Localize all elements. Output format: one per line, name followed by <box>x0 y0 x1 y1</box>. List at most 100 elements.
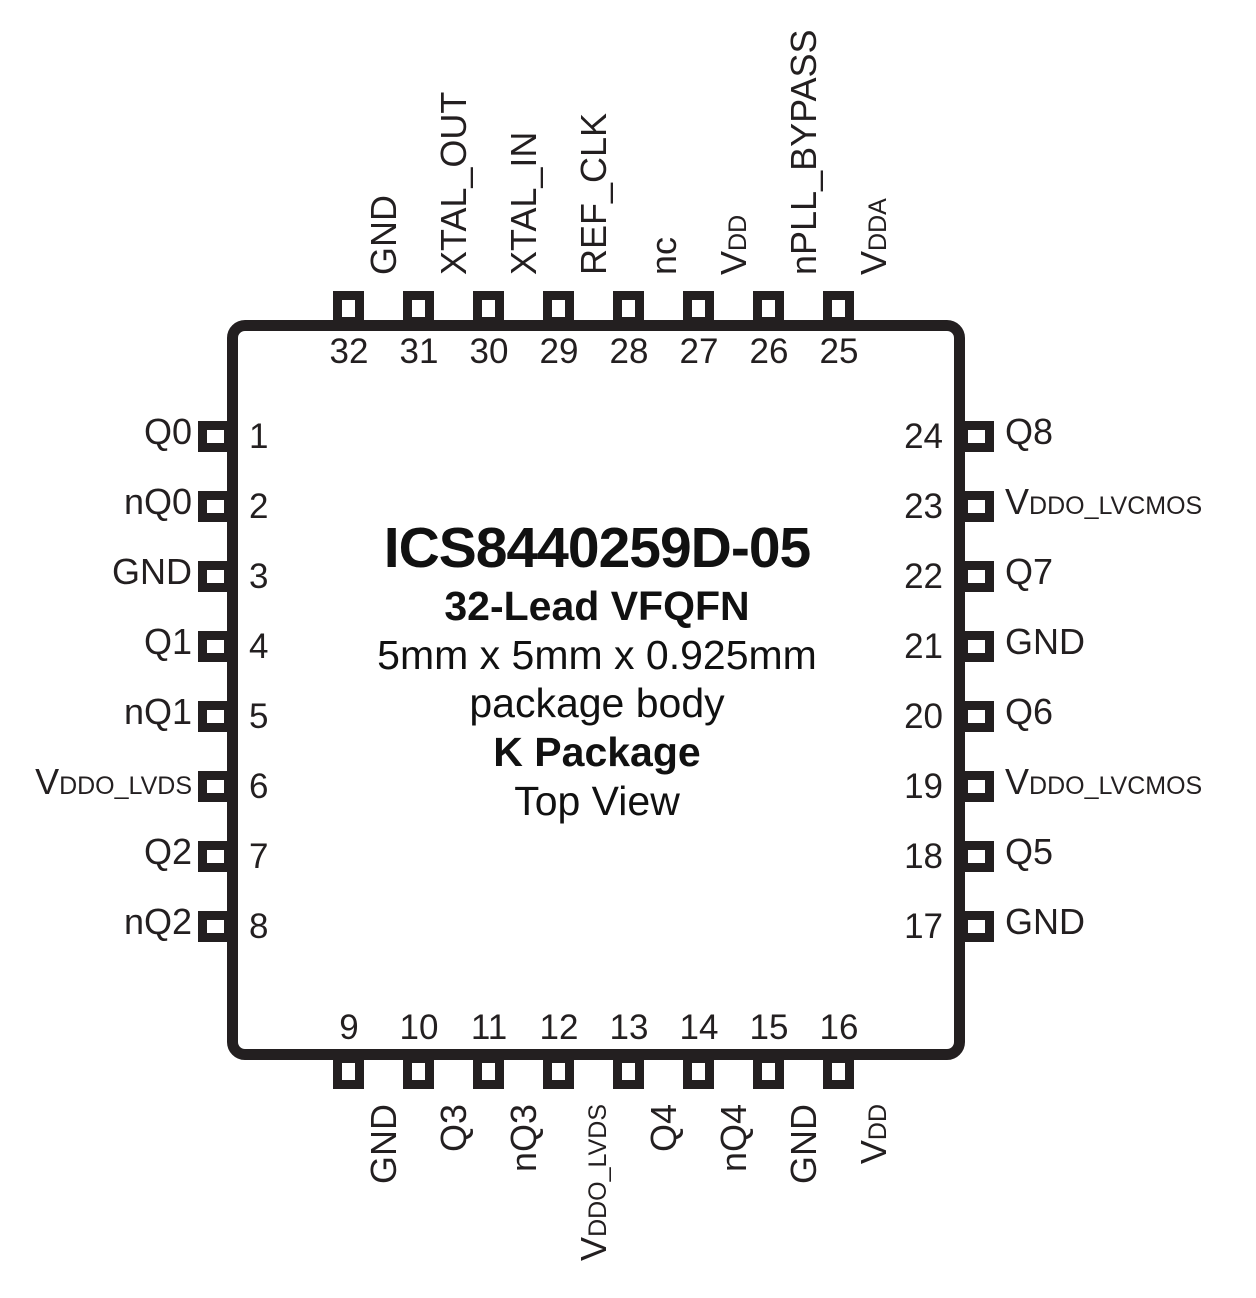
pin-pad-23[interactable] <box>959 491 994 522</box>
pin-label-main: Q2 <box>143 831 192 872</box>
pin-number-19: 19 <box>904 767 943 806</box>
pin-number-11: 11 <box>470 1008 508 1047</box>
pin-pad-7[interactable] <box>198 841 233 872</box>
pin-pad-8[interactable] <box>198 911 233 942</box>
pin-number-31: 31 <box>399 332 439 371</box>
pin-pad-10[interactable] <box>403 1054 434 1089</box>
pin-pad-21[interactable] <box>959 631 994 662</box>
pin-number-25: 25 <box>819 332 859 371</box>
pin-label-main: V <box>853 250 894 275</box>
pin-number-14: 14 <box>679 1008 719 1047</box>
pin-pad-24[interactable] <box>959 421 994 452</box>
pin-pad-19[interactable] <box>959 771 994 802</box>
pin-signal-label-26: nPLL_BYPASS <box>783 30 825 276</box>
pin-label-main: Q5 <box>1005 831 1054 872</box>
pin-number-12: 12 <box>539 1008 579 1047</box>
pin-pad-28[interactable] <box>613 291 644 326</box>
pin-label-main: nQ2 <box>123 901 192 942</box>
pin-pad-14[interactable] <box>683 1054 714 1089</box>
pin-pad-18[interactable] <box>959 841 994 872</box>
pin-label-subscript: DDO_LVCMOS <box>1029 772 1203 800</box>
pin-label-main: GND <box>1005 621 1085 662</box>
pin-signal-label-22: Q7 <box>1005 551 1053 593</box>
pin-signal-label-29: REF_CLK <box>573 113 615 275</box>
pin-number-17: 17 <box>904 907 943 946</box>
pin-label-main: Q3 <box>433 1104 474 1153</box>
pin-signal-label-13: Q4 <box>643 1104 685 1152</box>
pin-pad-1[interactable] <box>198 421 233 452</box>
pin-pad-12[interactable] <box>543 1054 574 1089</box>
pin-pad-4[interactable] <box>198 631 233 662</box>
pin-signal-text-3: GND <box>112 551 192 593</box>
pin-pad-25[interactable] <box>823 291 854 326</box>
pin-number-15: 15 <box>749 1008 789 1047</box>
view-orientation-text: Top View <box>514 778 680 824</box>
pin-number-21: 21 <box>904 627 943 666</box>
pin-signal-label-10: Q3 <box>433 1104 475 1152</box>
pin-signal-label-18: Q5 <box>1005 831 1053 873</box>
part-number-text: ICS8440259D-05 <box>383 516 811 580</box>
pin-pad-13[interactable] <box>613 1054 644 1089</box>
pin-pad-6[interactable] <box>198 771 233 802</box>
pin-pad-11[interactable] <box>473 1054 504 1089</box>
pin-label-main: GND <box>112 551 192 592</box>
pin-label-subscript: DDA <box>864 198 892 251</box>
pin-pad-5[interactable] <box>198 701 233 732</box>
pin-label-main: Q4 <box>643 1104 684 1153</box>
pin-label-main: Q8 <box>1005 411 1054 452</box>
pin-pad-20[interactable] <box>959 701 994 732</box>
pin-label-main: Q6 <box>1005 691 1054 732</box>
pin-pad-30[interactable] <box>473 291 504 326</box>
pin-label-main: Q7 <box>1005 551 1054 592</box>
pin-number-28: 28 <box>609 332 649 371</box>
pin-pad-17[interactable] <box>959 911 994 942</box>
pin-number-23: 23 <box>904 487 943 526</box>
pin-pad-32[interactable] <box>333 291 364 326</box>
pin-pad-31[interactable] <box>403 291 434 326</box>
pin-signal-label-28: nc <box>643 237 685 275</box>
pin-signal-label-20: Q6 <box>1005 691 1053 733</box>
pin-signal-label-9: GND <box>363 1104 405 1184</box>
pin-signal-text-5: nQ1 <box>124 691 192 733</box>
pin-signal-text-7: Q2 <box>144 831 192 873</box>
pin-label-main: XTAL_IN <box>503 131 544 275</box>
pin-label-main: GND <box>1005 901 1085 942</box>
pin-signal-label-25: VDDA <box>853 198 895 275</box>
pin-signal-label-31: XTAL_OUT <box>433 92 475 275</box>
pin-pad-15[interactable] <box>753 1054 784 1089</box>
pin-signal-label-23: VDDO_LVCMOS <box>1005 481 1202 523</box>
pin-number-7: 7 <box>249 837 269 876</box>
pin-label-main: V <box>573 1236 614 1261</box>
pin-pad-29[interactable] <box>543 291 574 326</box>
pin-number-2: 2 <box>249 487 269 526</box>
pin-pad-3[interactable] <box>198 561 233 592</box>
pin-signal-label-11: nQ3 <box>503 1104 545 1172</box>
dimensions-text: 5mm x 5mm x 0.925mm <box>377 632 817 678</box>
pin-number-13: 13 <box>609 1008 649 1047</box>
pin-label-main: V <box>1005 761 1030 802</box>
pin-signal-label-32: GND <box>363 195 405 275</box>
pin-number-30: 30 <box>469 332 509 371</box>
pin-number-27: 27 <box>679 332 719 371</box>
pin-label-main: nQ3 <box>503 1104 544 1173</box>
pin-label-main: V <box>853 1140 894 1165</box>
pin-signal-label-30: XTAL_IN <box>503 132 545 275</box>
pin-number-8: 8 <box>249 907 269 946</box>
pin-number-4: 4 <box>249 627 269 666</box>
pin-pad-26[interactable] <box>753 291 784 326</box>
pin-label-main: REF_CLK <box>573 112 614 275</box>
pin-pad-22[interactable] <box>959 561 994 592</box>
pin-label-subscript: DDO_LVDS <box>59 772 192 800</box>
pin-pad-9[interactable] <box>333 1054 364 1089</box>
pin-pad-2[interactable] <box>198 491 233 522</box>
pin-label-main: Q0 <box>143 411 192 452</box>
pin-signal-label-14: nQ4 <box>713 1104 755 1172</box>
pin-signal-text-6: VDDO_LVDS <box>35 761 192 803</box>
pin-pad-16[interactable] <box>823 1054 854 1089</box>
pin-number-24: 24 <box>904 417 943 456</box>
pin-signal-label-17: GND <box>1005 901 1085 943</box>
pin-pad-27[interactable] <box>683 291 714 326</box>
pin-signal-text-1: Q0 <box>144 411 192 453</box>
pin-label-main: V <box>713 250 754 275</box>
pin-number-29: 29 <box>539 332 579 371</box>
